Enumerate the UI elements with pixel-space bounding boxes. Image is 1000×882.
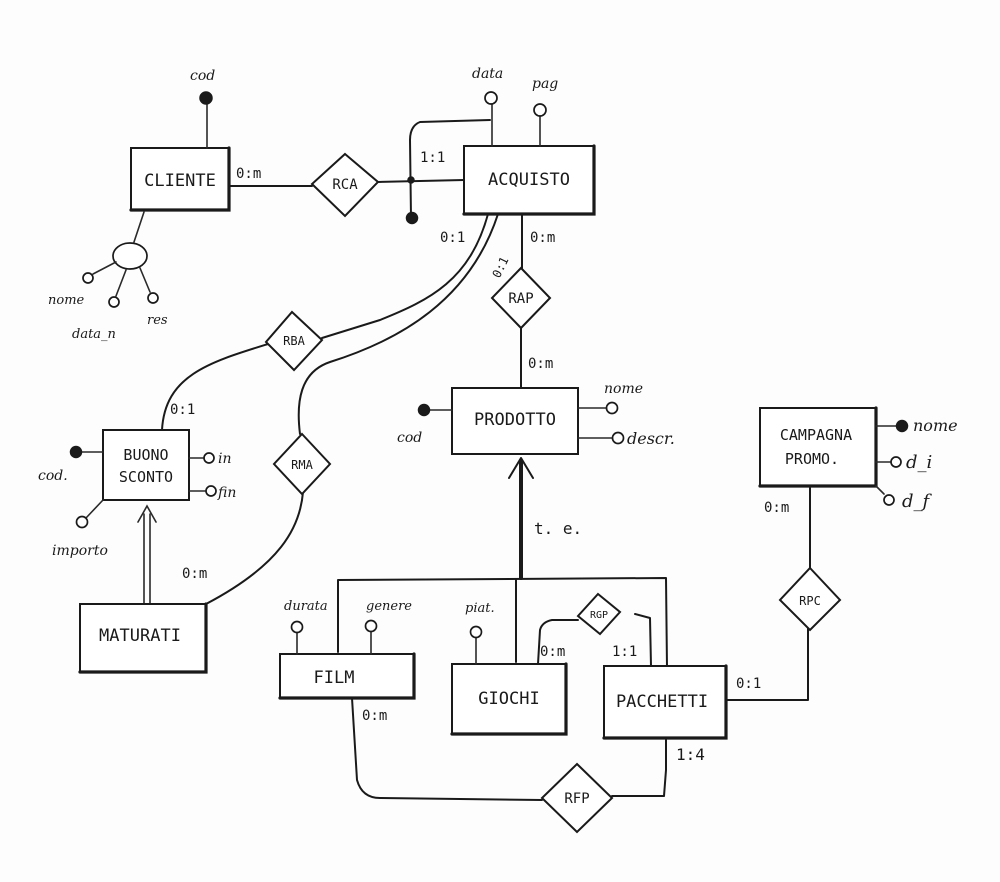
relationship-rgp-label: RGP [590,610,608,621]
attribute-campagna-df: d_f [875,485,933,512]
attribute-prodotto-nome: nome [577,381,643,415]
attribute-buono-importo: importo [52,499,108,559]
attribute-cliente-composite: nome data_n res [48,211,168,342]
attribute-prodotto-cod-label: cod [397,430,422,446]
card-pacchetti-rfp: 1:4 [676,745,705,764]
attribute-cliente-res-label: res [147,313,168,328]
acquisto-id-dot [407,176,415,184]
attribute-prodotto-descr-label: descr. [627,429,675,448]
card-acquisto-rma: 0:1 [489,255,511,281]
entity-giochi: GIOCHI [450,662,568,736]
attribute-acquisto-data: data [472,66,503,147]
relationship-rgp: RGP [576,592,622,636]
card-prodotto-rap: 0:m [528,356,553,372]
relationship-rap: RAP [490,266,552,330]
attribute-campagna-nome-label: nome [913,416,958,435]
relationship-rfp-label: RFP [564,791,589,807]
attribute-film-genere-label: genere [366,599,412,614]
entity-buono-label-1: BUONO [123,446,168,464]
relationship-rap-label: RAP [508,291,533,307]
entity-campagna-label-2: PROMO. [785,450,839,468]
relationship-rpc: RPC [778,566,842,632]
card-film-rfp: 0:m [362,708,387,724]
card-maturati-rma: 0:m [182,566,207,582]
relationship-rma-label: RMA [291,458,313,472]
card-campagna-rpc: 0:m [764,500,789,516]
attribute-giochi-piatt: piat. [465,601,495,665]
relationship-rfp: RFP [540,762,614,834]
attribute-prodotto-nome-label: nome [604,381,643,397]
entity-acquisto-label: ACQUISTO [488,170,570,190]
attribute-buono-importo-label: importo [52,543,108,559]
entity-maturati-label: MATURATI [99,626,181,646]
attribute-campagna-df-label: d_f [902,491,933,512]
attribute-campagna-di: d_i [875,452,932,473]
card-giochi-rgp: 0:m [540,644,565,660]
entity-cliente: CLIENTE [129,146,231,212]
attribute-cliente-nome-label: nome [48,293,85,308]
entity-buono-label-2: SCONTO [119,468,173,486]
card-cliente-rca: 0:m [236,166,261,182]
entity-acquisto: ACQUISTO [462,144,596,216]
card-pacchetti-rpc: 0:1 [736,676,761,692]
relationship-rma: RMA [272,432,332,496]
attribute-cliente-data-n-label: data_n [72,327,116,342]
relationship-rba-label: RBA [283,334,305,348]
entity-prodotto: PRODOTTO [451,387,579,455]
entity-film-label: FILM [314,668,355,688]
relationship-rpc-label: RPC [799,594,821,608]
attribute-campagna-nome: nome [875,416,958,435]
attribute-buono-fin: fin [188,485,236,501]
attribute-film-genere: genere [364,599,412,655]
attribute-film-durata-label: durata [284,599,328,614]
attribute-buono-in-label: in [218,451,232,467]
attribute-prodotto-descr: descr. [577,429,675,448]
card-acquisto-rba: 0:1 [440,230,465,246]
generalization-label: t. e. [534,519,582,538]
entity-giochi-label: GIOCHI [478,689,539,709]
relationship-rca-label: RCA [332,177,358,193]
relationship-rca: RCA [310,152,380,218]
attribute-cliente-cod: cod [190,68,215,149]
attribute-acquisto-data-label: data [472,66,503,82]
entity-maturati: MATURATI [78,602,208,674]
card-acquisto-rap: 0:m [530,230,555,246]
attribute-acquisto-pag: pag [532,76,558,147]
cardinalities: 0:m 1:1 0:1 0:1 0:m 0:m 0:1 0:m 0:m 0:1 … [170,150,789,764]
attribute-buono-in: in [188,451,232,467]
connection-lines [137,119,811,801]
entity-film: FILM [278,652,416,700]
acquisto-external-id-icon [405,211,419,225]
entity-cliente-label: CLIENTE [144,171,216,191]
attribute-buono-cod-label: cod. [38,468,68,484]
attribute-giochi-piatt-label: piat. [465,601,495,616]
card-acquisto-rca: 1:1 [420,150,445,166]
entity-pacchetti-label: PACCHETTI [616,692,708,712]
card-pacchetti-rgp: 1:1 [612,644,637,660]
entity-prodotto-label: PRODOTTO [474,410,556,430]
attribute-prodotto-cod: cod [397,403,453,446]
entity-pacchetti: PACCHETTI [602,664,728,740]
attribute-campagna-di-label: d_i [906,452,932,473]
attribute-cliente-cod-label: cod [190,68,215,84]
attribute-acquisto-pag-label: pag [532,76,558,92]
attribute-buono-fin-label: fin [217,485,236,501]
attribute-buono-cod: cod. [38,445,104,484]
relationship-rba: RBA [264,310,324,372]
entity-campagna-label-1: CAMPAGNA [780,426,852,444]
entity-buono-sconto: BUONO SCONTO [102,429,190,501]
entity-campagna-promo: CAMPAGNA PROMO. [758,406,878,488]
card-buono-rba: 0:1 [170,402,195,418]
attribute-film-durata: durata [284,599,328,655]
